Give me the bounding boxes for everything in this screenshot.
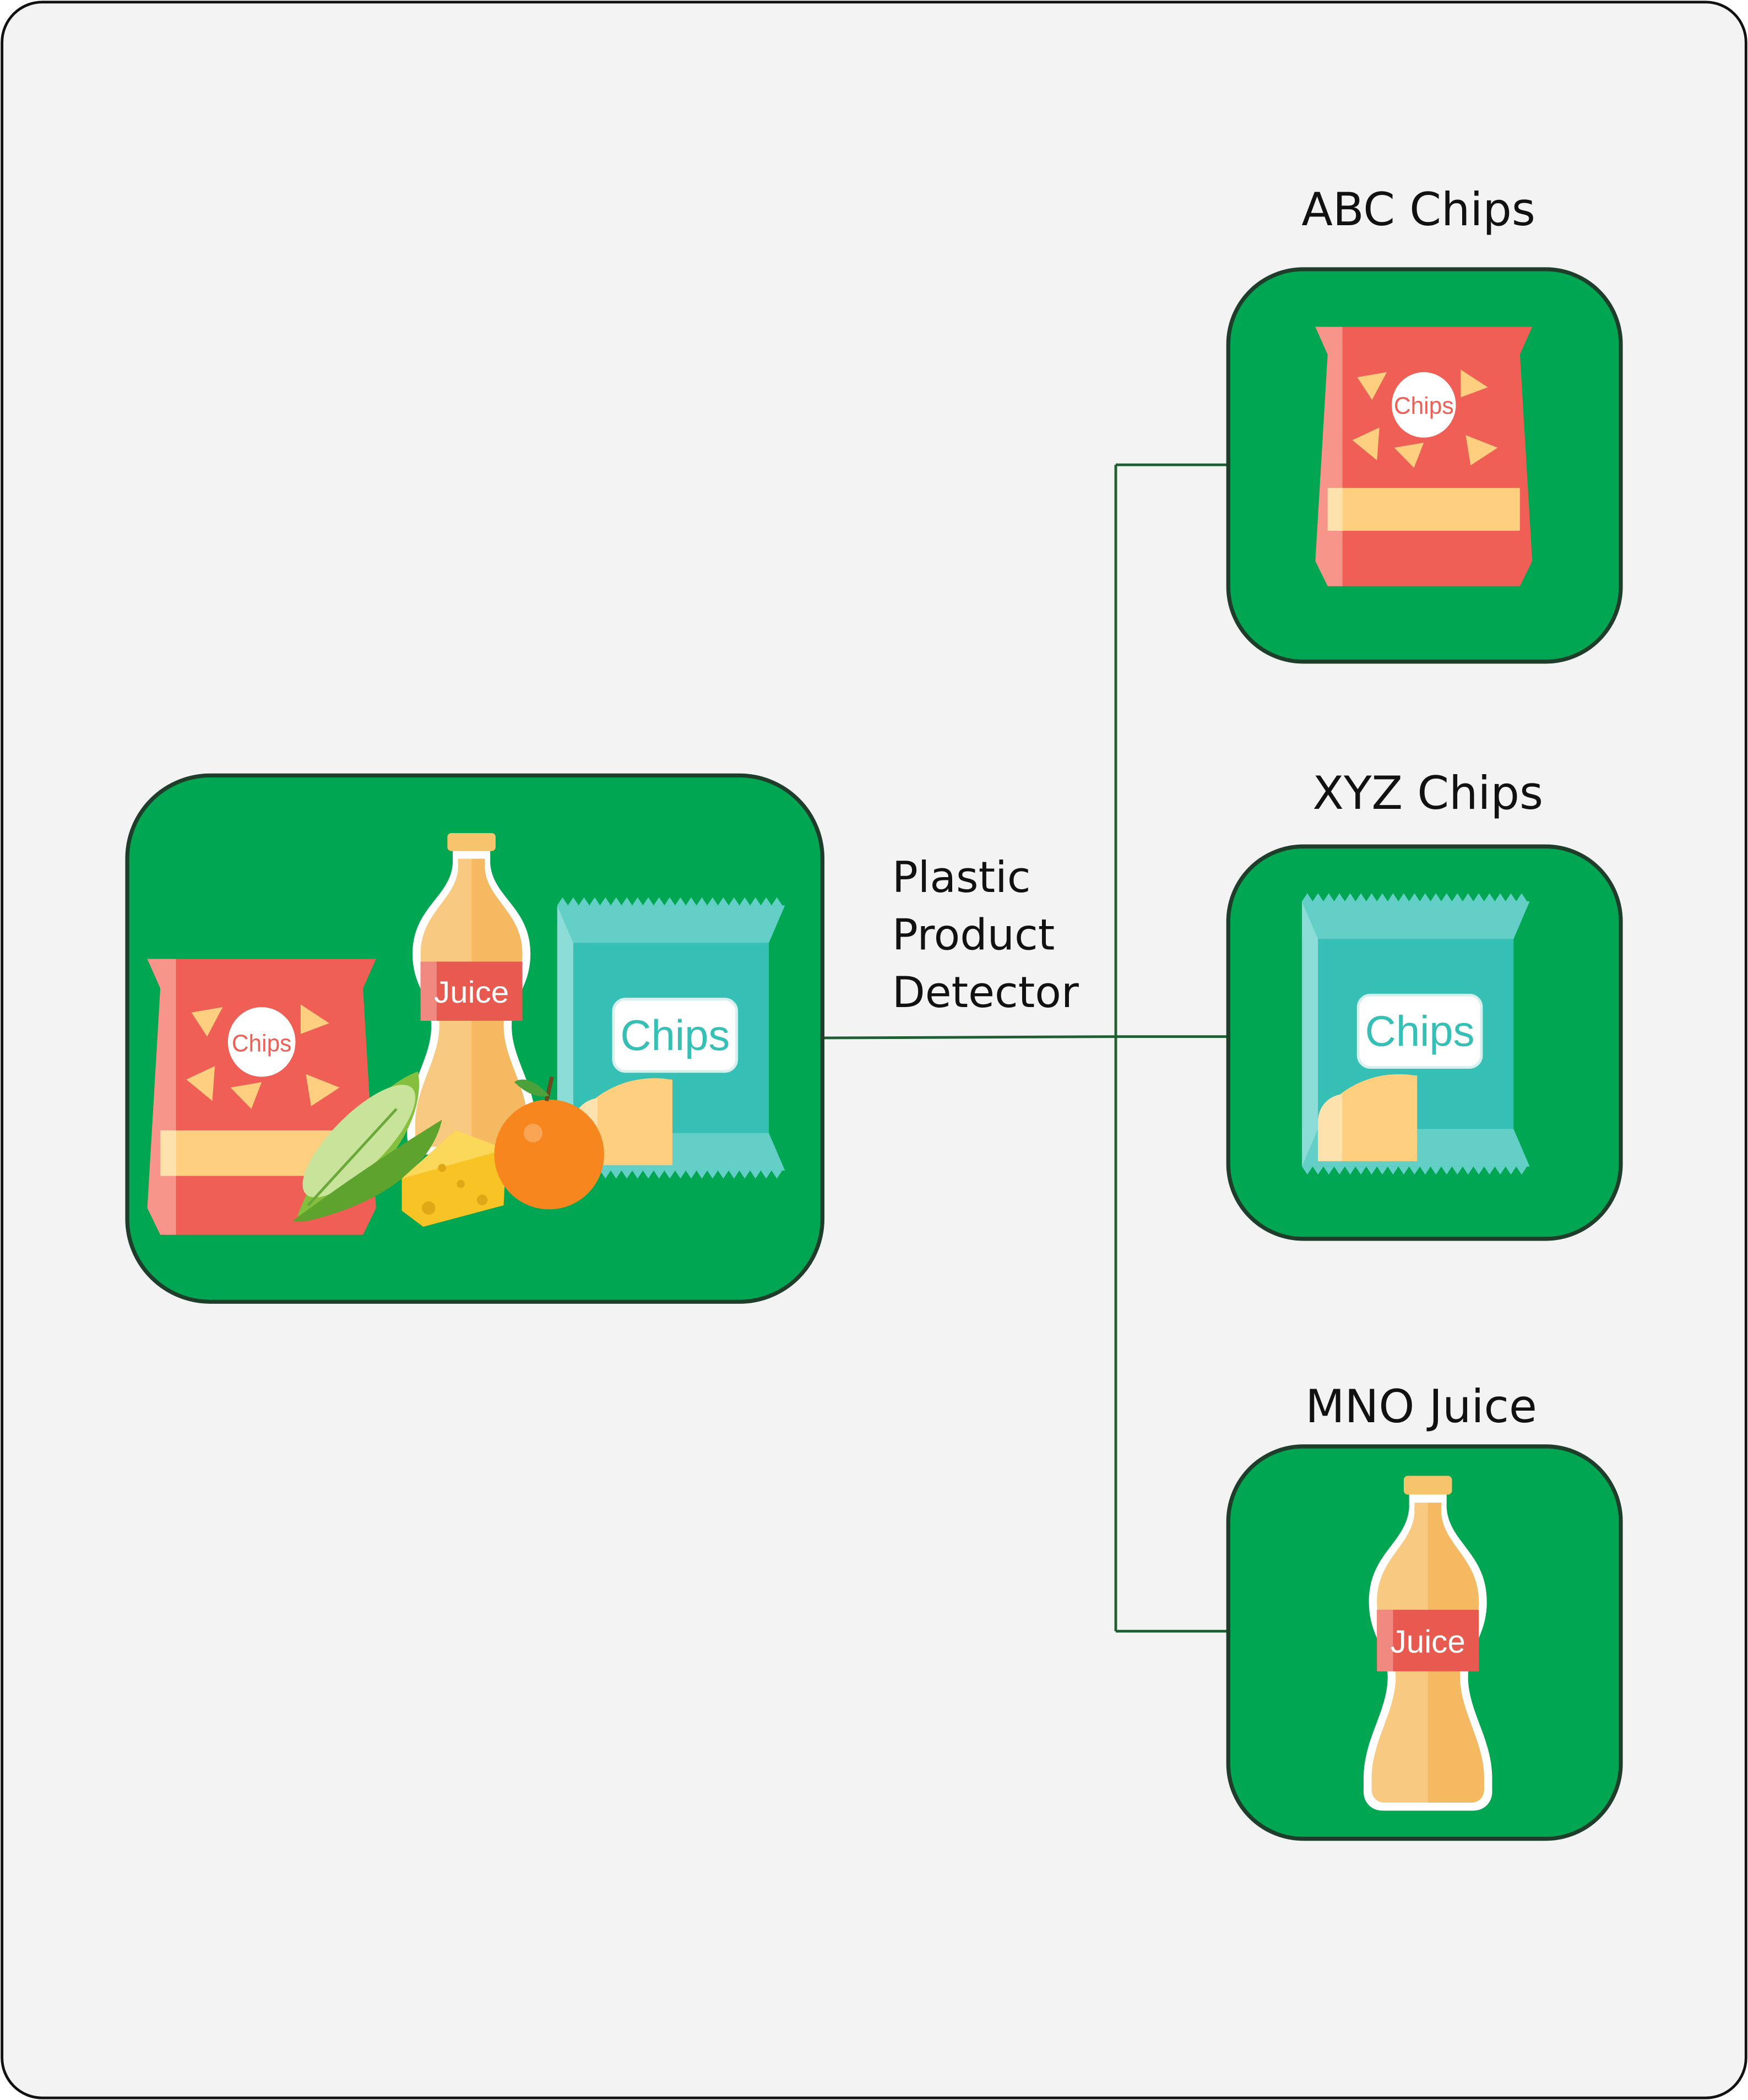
source-products-card: Chips Chips Juice [125,773,825,1304]
connector-lines [822,463,1229,1633]
output-card-abc-chips: Chips [1226,267,1623,664]
output-title-xyz-chips: XYZ Chips [1312,766,1543,820]
mno-juice-bottle-text: Juice [1391,1624,1465,1660]
connector-label-line-3: Detector [892,968,1079,1018]
corn-icon [292,1071,442,1222]
xyz-chips-bag-text: Chips [1365,1008,1475,1056]
connector-label-line-1: Plastic [892,853,1031,902]
abc-chips-bag-text: Chips [1394,393,1454,420]
output-title-mno-juice: MNO Juice [1305,1380,1537,1433]
output-card-xyz-chips: Chips [1226,844,1623,1241]
orange-icon [494,1076,604,1210]
source-juice-bottle-icon: Juice [407,833,536,1155]
source-red-chips-text: Chips [232,1030,292,1057]
source-teal-chips-bag-icon: Chips [557,897,785,1179]
red-chips-bag-icon: Chips [1315,327,1533,586]
cheese-icon [401,1130,507,1227]
connector-label-line-2: Product [892,911,1055,960]
connector-label: Plastic Product Detector [892,853,1079,1018]
connector-from-source [822,1035,1116,1040]
source-red-chips-bag-icon: Chips [147,959,376,1235]
output-title-abc-chips: ABC Chips [1301,183,1535,236]
output-card-mno-juice: Juice [1226,1444,1623,1841]
juice-bottle-icon: Juice [1363,1476,1492,1811]
source-juice-text: Juice [434,975,509,1010]
teal-chips-bag-icon: Chips [1302,893,1529,1174]
source-teal-chips-text: Chips [620,1012,730,1059]
